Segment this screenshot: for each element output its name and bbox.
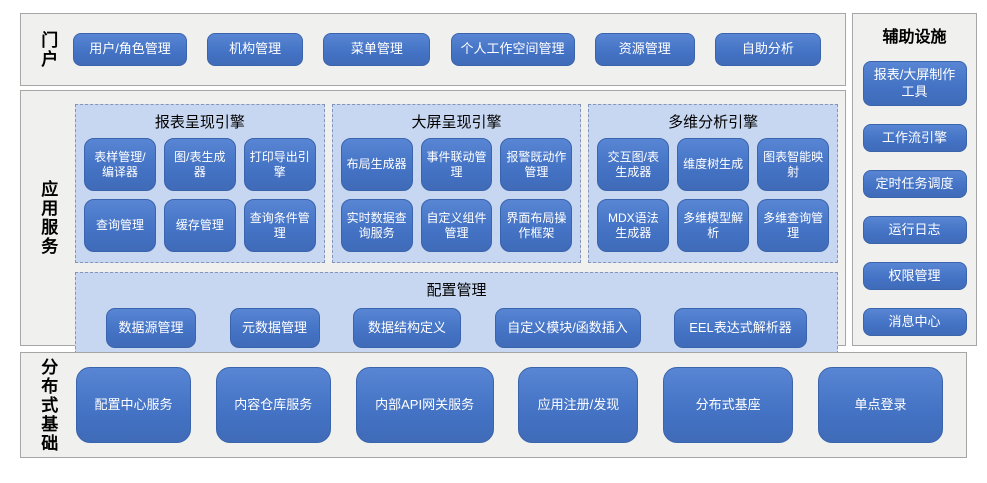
button-report-style-management-compiler: 表样管理/编译器: [84, 138, 156, 191]
button-data-structure-definition: 数据结构定义: [353, 308, 461, 348]
button-self-service-analysis: 自助分析: [714, 33, 821, 66]
button-run-log: 运行日志: [862, 216, 967, 244]
button-custom-module-function-insert: 自定义模块/函数插入: [494, 308, 641, 348]
distributed-foundation-section: 分布式基础 配置中心服务 内容仓库服务 内部API网关服务 应用注册/发现 分布…: [20, 352, 967, 458]
panel-grid: 布局生成器 事件联动管理 报警既动作管理 实时数据查询服务 自定义组件管理 界面…: [340, 138, 573, 252]
button-scheduled-task-scheduling: 定时任务调度: [862, 170, 967, 198]
panel-title: 多维分析引擎: [668, 114, 759, 131]
panel-report-presentation-engine: 报表呈现引擎 表样管理/编译器 图/表生成器 打印导出引擎 查询管理 缓存管理 …: [75, 104, 325, 263]
auxiliary-facilities-label: 辅助设施: [882, 29, 947, 46]
button-workflow-engine: 工作流引擎: [862, 124, 967, 152]
button-content-repository-service: 内容仓库服务: [215, 367, 331, 443]
panel-grid: 表样管理/编译器 图/表生成器 打印导出引擎 查询管理 缓存管理 查询条件管理: [84, 138, 316, 252]
button-chart-table-generator: 图/表生成器: [163, 138, 236, 191]
button-config-center-service: 配置中心服务: [76, 367, 191, 443]
button-menu-management: 菜单管理: [323, 33, 431, 66]
button-multidim-query-management: 多维查询管理: [757, 199, 830, 252]
panel-title: 配置管理: [426, 282, 487, 299]
button-chart-smart-mapping: 图表智能映射: [757, 138, 830, 191]
panel-configuration-management: 配置管理 数据源管理 元数据管理 数据结构定义 自定义模块/函数插入 EEL表达…: [75, 272, 838, 359]
button-alarm-action-management: 报警既动作管理: [500, 138, 573, 191]
panel-grid: 交互图/表生成器 维度树生成 图表智能映射 MDX语法生成器 多维模型解析 多维…: [597, 138, 830, 252]
panel-row: 数据源管理 元数据管理 数据结构定义 自定义模块/函数插入 EEL表达式解析器: [86, 308, 827, 348]
portal-button-row: 用户/角色管理 机构管理 菜单管理 个人工作空间管理 资源管理 自助分析: [73, 14, 845, 85]
button-personal-workspace-management: 个人工作空间管理: [450, 33, 575, 66]
distributed-foundation-label: 分布式基础: [38, 357, 58, 453]
button-org-management: 机构管理: [207, 33, 304, 66]
button-report-screen-authoring-tool: 报表/大屏制作工具: [862, 61, 967, 106]
button-mdx-syntax-generator: MDX语法生成器: [597, 199, 670, 252]
distributed-button-row: 配置中心服务 内容仓库服务 内部API网关服务 应用注册/发现 分布式基座 单点…: [73, 353, 966, 457]
auxiliary-button-list: 报表/大屏制作工具 工作流引擎 定时任务调度 运行日志 权限管理 消息中心: [853, 61, 976, 336]
button-dimension-tree-generation: 维度树生成: [677, 138, 750, 191]
application-services-content: 报表呈现引擎 表样管理/编译器 图/表生成器 打印导出引擎 查询管理 缓存管理 …: [73, 91, 845, 359]
button-event-linkage-management: 事件联动管理: [420, 138, 493, 191]
button-layout-generator: 布局生成器: [340, 138, 413, 191]
panel-multidimensional-analysis-engine: 多维分析引擎 交互图/表生成器 维度树生成 图表智能映射 MDX语法生成器 多维…: [588, 104, 839, 263]
button-distributed-base: 分布式基座: [663, 367, 794, 443]
button-realtime-data-query-service: 实时数据查询服务: [340, 199, 413, 252]
application-services-section: 应用服务 报表呈现引擎 表样管理/编译器 图/表生成器 打印导出引擎 查询管理 …: [20, 90, 846, 359]
application-services-label: 应用服务: [38, 180, 58, 256]
button-ui-layout-operation-framework: 界面布局操作框架: [500, 199, 573, 252]
button-cache-management: 缓存管理: [163, 199, 236, 252]
button-query-management: 查询管理: [84, 199, 156, 252]
portal-label: 门户: [38, 30, 58, 69]
button-datasource-management: 数据源管理: [106, 308, 196, 348]
panel-title: 大屏呈现引擎: [411, 114, 502, 131]
button-metadata-management: 元数据管理: [229, 308, 320, 348]
button-user-role-management: 用户/角色管理: [73, 33, 187, 66]
panel-title: 报表呈现引擎: [154, 114, 245, 131]
portal-section: 门户 用户/角色管理 机构管理 菜单管理 个人工作空间管理 资源管理 自助分析: [20, 13, 846, 86]
button-interactive-chart-generator: 交互图/表生成器: [597, 138, 670, 191]
button-single-sign-on: 单点登录: [817, 367, 943, 443]
button-query-condition-management: 查询条件管理: [243, 199, 316, 252]
button-eel-expression-parser: EEL表达式解析器: [674, 308, 807, 348]
engine-panels-row: 报表呈现引擎 表样管理/编译器 图/表生成器 打印导出引擎 查询管理 缓存管理 …: [75, 104, 839, 263]
button-internal-api-gateway-service: 内部API网关服务: [355, 367, 494, 443]
auxiliary-facilities-section: 辅助设施 报表/大屏制作工具 工作流引擎 定时任务调度 运行日志 权限管理 消息…: [852, 13, 977, 346]
button-resource-management: 资源管理: [594, 33, 695, 66]
button-permission-management: 权限管理: [862, 262, 967, 290]
button-message-center: 消息中心: [862, 308, 967, 336]
button-custom-component-management: 自定义组件管理: [420, 199, 493, 252]
button-print-export-engine: 打印导出引擎: [243, 138, 316, 191]
button-app-registration-discovery: 应用注册/发现: [518, 367, 639, 443]
button-multidim-model-parsing: 多维模型解析: [677, 199, 750, 252]
panel-bigscreen-presentation-engine: 大屏呈现引擎 布局生成器 事件联动管理 报警既动作管理 实时数据查询服务 自定义…: [331, 104, 582, 263]
